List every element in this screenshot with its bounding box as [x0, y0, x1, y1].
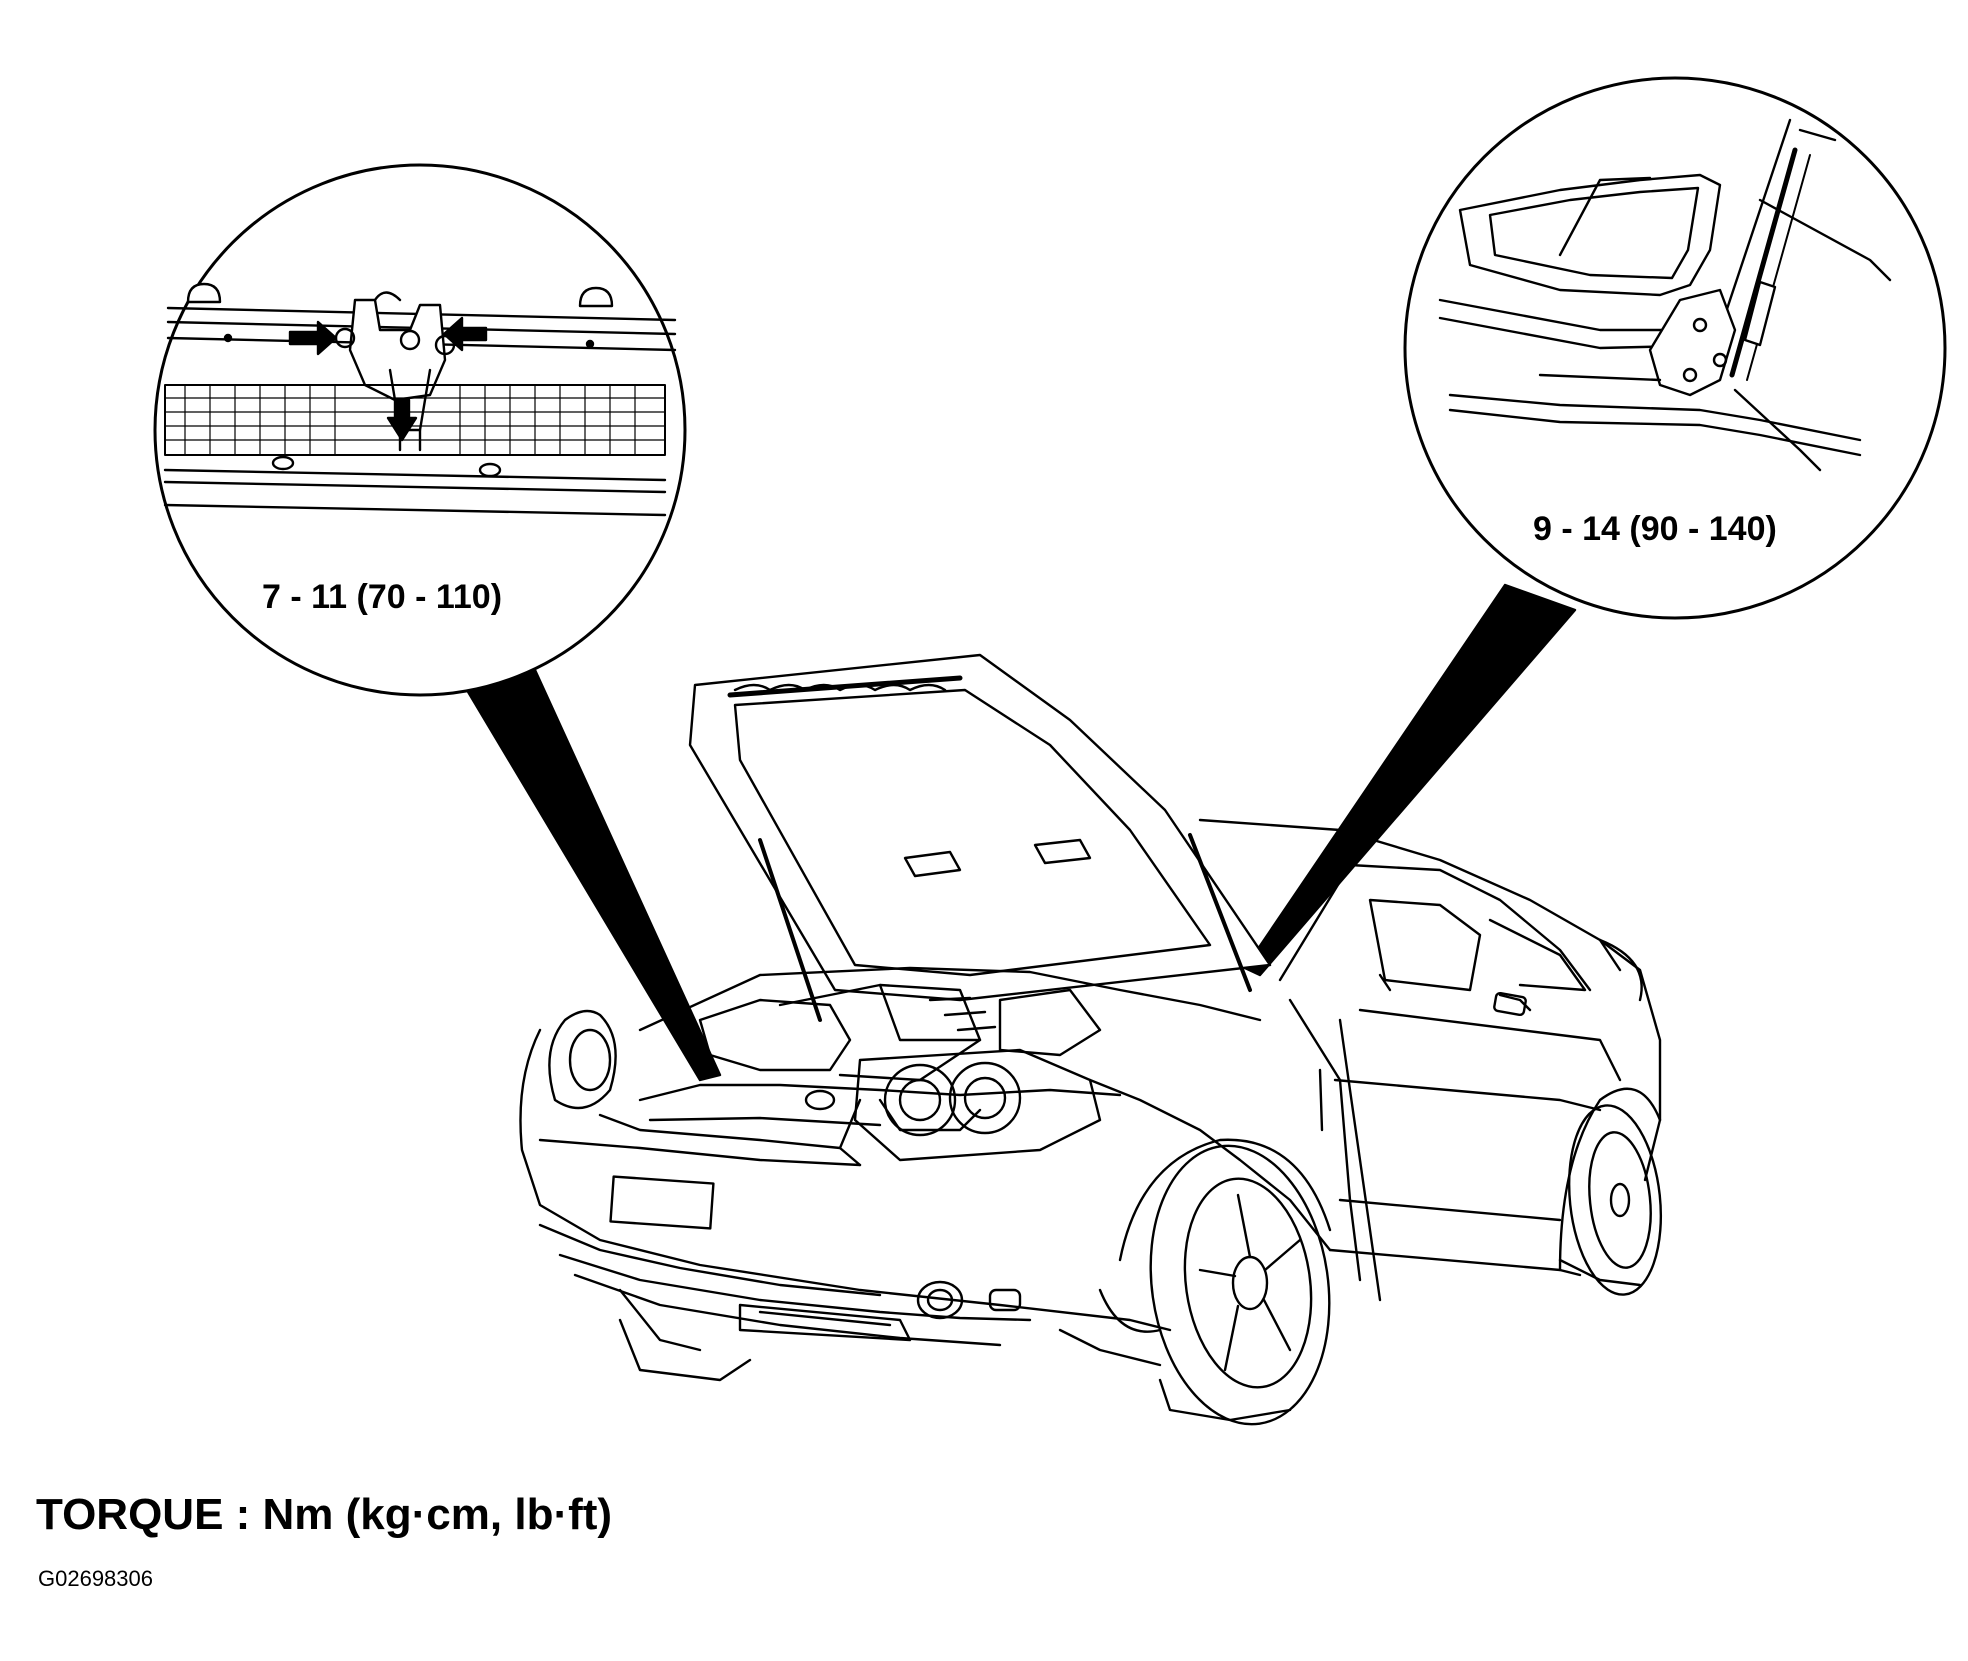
torque-units-caption: TORQUE : Nm (kg·cm, lb·ft) — [36, 1490, 613, 1539]
left-torque-spec: 7 - 11 (70 - 110) — [262, 578, 503, 616]
car-illustration — [519, 653, 1663, 1426]
right-torque-spec: 9 - 14 (90 - 140) — [1533, 510, 1777, 548]
left-detail-circle — [153, 163, 687, 697]
right-callout-pointer — [1243, 583, 1577, 977]
right-detail-circle — [1403, 76, 1947, 620]
figure-id: G02698306 — [38, 1566, 153, 1591]
left-callout-pointer — [453, 668, 722, 1082]
